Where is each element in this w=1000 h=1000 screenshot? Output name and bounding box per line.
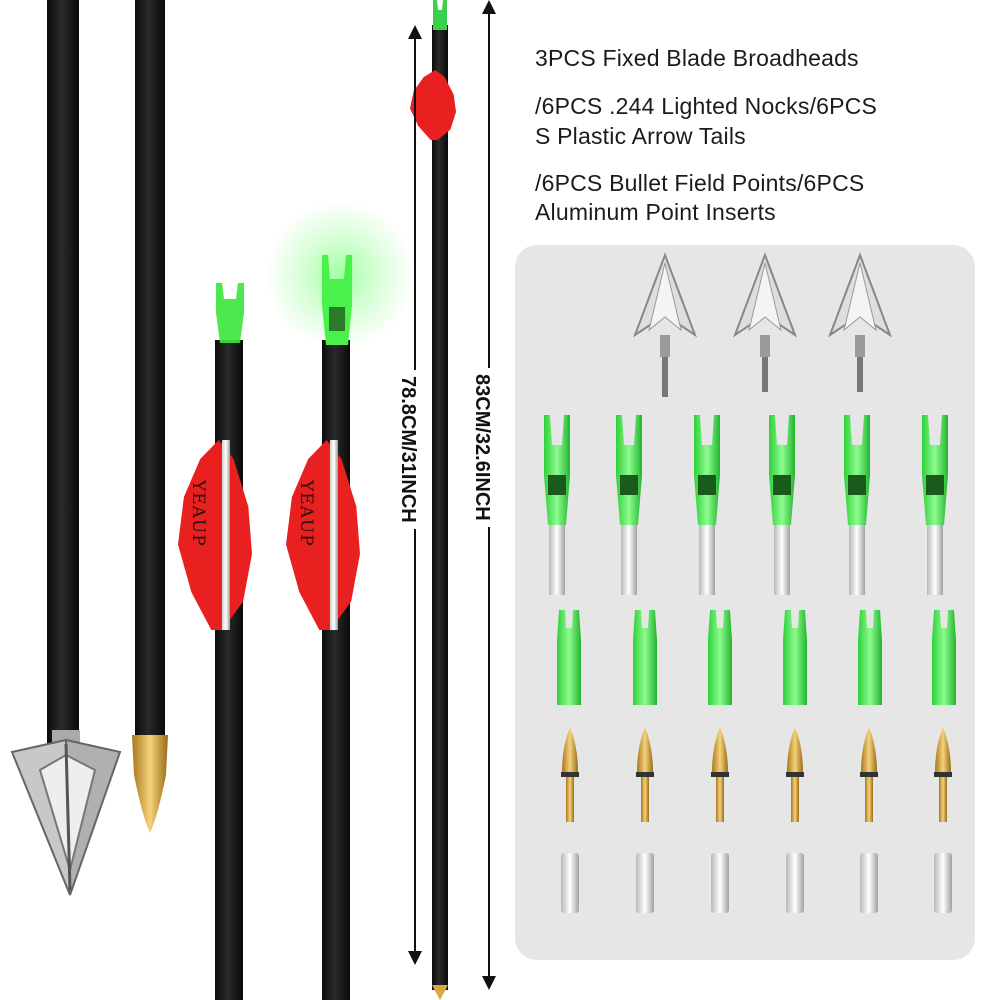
- title-line-2: /6PCS .244 Lighted Nocks/6PCS: [535, 93, 878, 119]
- title-line-5: Aluminum Point Inserts: [535, 199, 776, 225]
- outer-dimension-label: 83CM/32.6INCH: [470, 368, 493, 527]
- vane-brand-label-2: YEAUP: [296, 480, 316, 547]
- full-arrow-vane: [410, 70, 456, 140]
- lighted-nock-icon: [216, 283, 244, 343]
- arrow-shaft-fieldpoint: [135, 0, 165, 740]
- lighted-nock-glow-icon: [322, 255, 352, 345]
- title-line-1: 3PCS Fixed Blade Broadheads: [535, 45, 859, 71]
- broadhead-icon: [827, 252, 893, 392]
- arrow-vane-4: YEAUP: [286, 440, 360, 630]
- components-grid: [544, 252, 956, 913]
- broadhead-tip: [10, 730, 122, 896]
- arrow-vane-3: YEAUP: [178, 440, 252, 630]
- arrow-shaft-broadhead: [47, 0, 79, 745]
- plastic-tails-row: [557, 610, 956, 705]
- title-line-3: S Plastic Arrow Tails: [535, 123, 746, 149]
- full-arrow-tip-icon: [432, 985, 448, 1000]
- arrow-shaft-4: [322, 340, 350, 1000]
- broadhead-icon: [732, 252, 798, 392]
- title-line-4: /6PCS Bullet Field Points/6PCS: [535, 170, 865, 196]
- field-points-row: [561, 727, 952, 822]
- full-arrow-nock-icon: [433, 0, 447, 30]
- arrow-shaft-3: [215, 340, 243, 1000]
- full-arrow-shaft: [432, 25, 448, 990]
- field-point-tip: [132, 735, 168, 833]
- broadhead-icon: [632, 252, 698, 397]
- lighted-nocks-row: [544, 415, 948, 595]
- inner-dimension-label: 78.8CM/31INCH: [396, 370, 419, 529]
- vane-brand-label: YEAUP: [188, 480, 208, 547]
- components-panel: [515, 245, 975, 960]
- inserts-row: [561, 853, 952, 913]
